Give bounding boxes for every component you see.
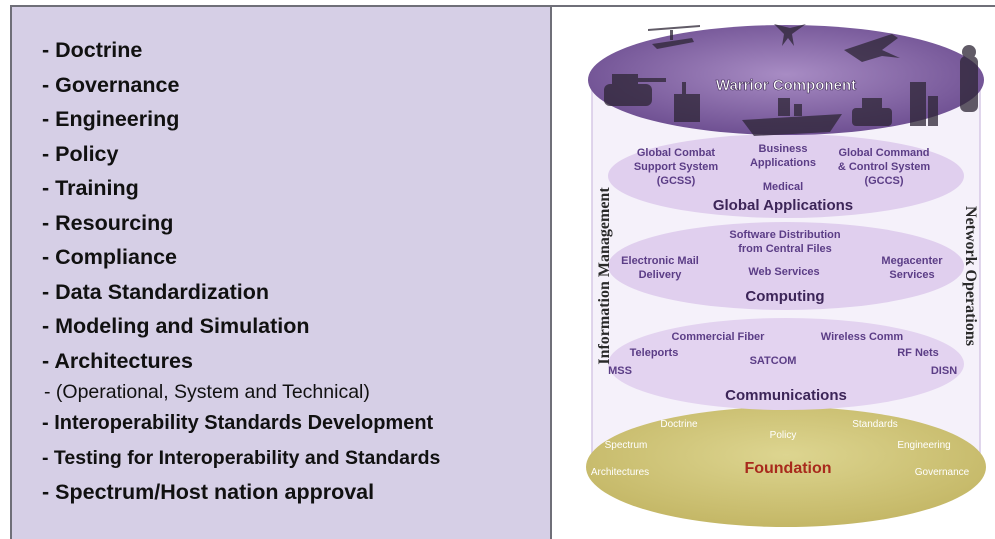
communications-title: Communications — [725, 387, 847, 404]
list-subitem-architecture-types: - (Operational, System and Technical) — [44, 381, 370, 403]
wireless-comm-label: Wireless Comm — [821, 331, 904, 343]
radar-vehicle-icon — [674, 82, 700, 122]
list-item-spectrum-approval: - Spectrum/Host nation approval — [42, 480, 375, 504]
satcom-label: SATCOM — [750, 355, 797, 367]
tank-icon — [604, 74, 666, 106]
architecture-diagram: Warrior Component Global Combat Support … — [582, 12, 990, 532]
rf-nets-label: RF Nets — [897, 347, 939, 359]
business-apps-line2: Applications — [750, 157, 816, 169]
foundation-title: Foundation — [744, 460, 831, 477]
network-operations-label: Network Operations — [962, 206, 979, 346]
ship-icon — [742, 98, 842, 136]
megacenter-line1: Megacenter — [881, 255, 943, 267]
list-item-training: - Training — [42, 176, 139, 200]
doctrine-label: Doctrine — [660, 419, 698, 430]
gccs-label-line2: & Control System — [838, 161, 931, 173]
global-applications-band — [608, 134, 964, 218]
warrior-platform-icons — [604, 24, 978, 136]
list-item-testing-interoperability: - Testing for Interoperability and Stand… — [42, 446, 441, 469]
top-divider — [552, 5, 995, 7]
gcss-label-line1: Global Combat — [637, 147, 716, 159]
helicopter-icon — [648, 25, 700, 49]
soldier-icon — [960, 45, 978, 112]
fighter-jet-icon — [844, 34, 900, 62]
list-item-architectures: - Architectures — [42, 348, 193, 373]
foundation-disc — [586, 407, 986, 527]
list-item-doctrine: - Doctrine — [42, 38, 143, 62]
megacenter-line2: Services — [889, 269, 934, 281]
architectures-label: Architectures — [591, 467, 649, 478]
list-item-resourcing: - Resourcing — [42, 210, 174, 235]
gccs-label-line1: Global Command — [838, 147, 929, 159]
business-apps-line1: Business — [759, 143, 808, 155]
armored-vehicle-icon — [852, 98, 892, 126]
email-delivery-line2: Delivery — [639, 269, 683, 281]
commercial-fiber-label: Commercial Fiber — [672, 331, 766, 343]
governance-label: Governance — [915, 467, 970, 478]
aircraft-icon — [774, 24, 806, 46]
list-item-modeling-simulation: - Modeling and Simulation — [42, 314, 310, 338]
spectrum-label: Spectrum — [605, 440, 648, 451]
left-panel: - Doctrine - Governance - Engineering - … — [10, 5, 552, 539]
email-delivery-line1: Electronic Mail — [621, 255, 699, 267]
gccs-label-line3: (GCCS) — [864, 175, 903, 187]
list-item-compliance: - Compliance — [42, 245, 177, 269]
software-distribution-line1: Software Distribution — [729, 229, 841, 241]
list-item-policy: - Policy — [42, 141, 119, 166]
list-item-interoperability-standards: - Interoperability Standards Development — [42, 412, 434, 434]
teleports-label: Teleports — [630, 347, 679, 359]
list-item-data-standardization: - Data Standardization — [42, 279, 269, 304]
communications-band — [608, 318, 964, 410]
gcss-label-line3: (GCSS) — [657, 175, 696, 187]
global-applications-title: Global Applications — [713, 197, 853, 214]
list-item-engineering: - Engineering — [42, 107, 180, 131]
engineering-label: Engineering — [897, 440, 950, 451]
computing-title: Computing — [745, 288, 824, 305]
medical-label: Medical — [763, 181, 803, 193]
standards-label: Standards — [852, 419, 898, 430]
information-management-label: Information Management — [596, 187, 613, 365]
missile-launcher-icon — [910, 82, 938, 126]
policy-label: Policy — [770, 430, 797, 441]
gcss-label-line2: Support System — [634, 161, 719, 173]
software-distribution-line2: from Central Files — [738, 243, 832, 255]
bullet-list: - Doctrine - Governance - Engineering - … — [42, 33, 440, 510]
disn-label: DISN — [931, 365, 957, 377]
computing-band — [608, 222, 964, 310]
mss-label: MSS — [608, 365, 632, 377]
web-services-label: Web Services — [748, 266, 819, 278]
warrior-title: Warrior Component — [716, 77, 856, 94]
list-item-governance: - Governance — [42, 72, 180, 97]
